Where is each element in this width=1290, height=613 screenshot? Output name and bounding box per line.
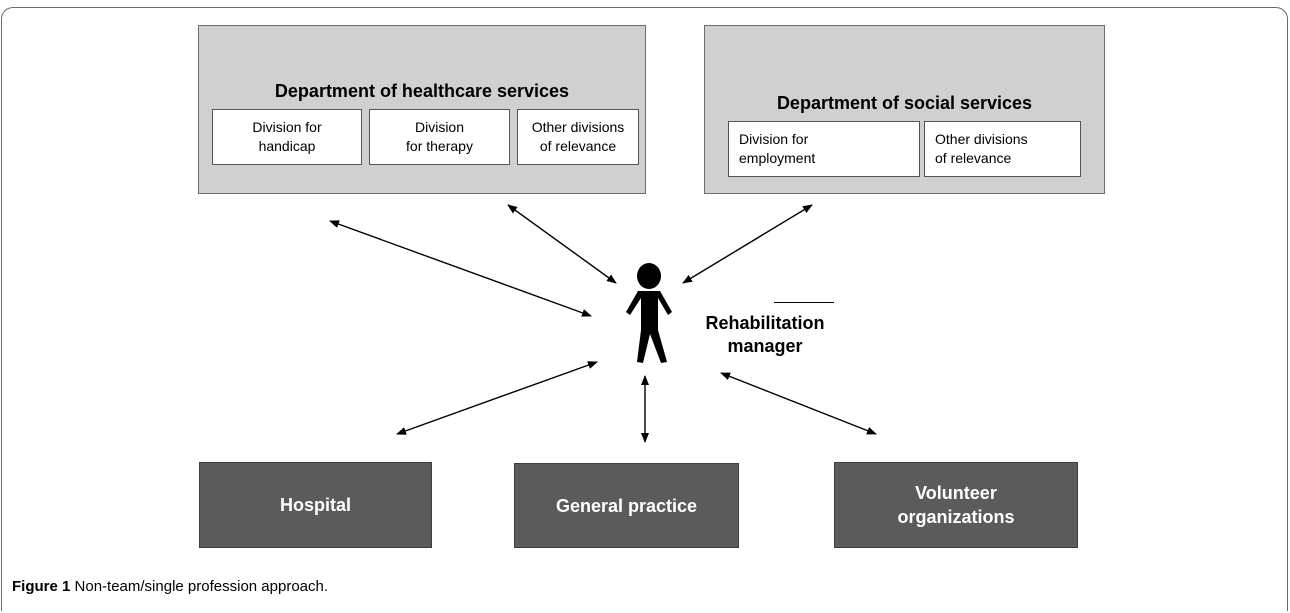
caption-text: Non-team/single profession approach.	[74, 578, 329, 595]
division-therapy-label: Division for therapy	[406, 119, 473, 154]
figure-caption: Figure 1 Non-team/single profession appr…	[12, 578, 328, 595]
division-handicap: Division for handicap	[212, 109, 362, 165]
arrow-manager-healthcare-right	[507, 204, 617, 284]
volunteer-organizations-box: Volunteer organizations	[834, 462, 1078, 548]
manager-rule	[774, 302, 834, 303]
healthcare-department-box: Department of healthcare services Divisi…	[198, 25, 646, 194]
volunteer-organizations-label: Volunteer organizations	[897, 483, 1015, 527]
figure-frame	[1, 7, 1288, 611]
arrow-manager-social	[682, 204, 813, 284]
division-handicap-label: Division for handicap	[252, 119, 322, 154]
general-practice-box: General practice	[514, 463, 739, 548]
division-other-healthcare: Other divisions of relevance	[517, 109, 639, 165]
social-department-box: Department of social services Division f…	[704, 25, 1105, 194]
rehabilitation-manager-label: Rehabilitation manager	[705, 313, 825, 356]
healthcare-department-title: Department of healthcare services	[274, 81, 570, 101]
division-therapy: Division for therapy	[369, 109, 510, 165]
hospital-box: Hospital	[199, 462, 432, 548]
person-icon	[626, 263, 672, 363]
division-other-healthcare-label: Other divisions of relevance	[531, 119, 625, 154]
division-other-social-label: Other divisions of relevance	[935, 131, 1028, 166]
arrow-manager-hospital	[396, 361, 598, 435]
division-other-social: Other divisions of relevance	[924, 121, 1081, 177]
hospital-label: Hospital	[279, 495, 351, 515]
general-practice-label: General practice	[555, 495, 698, 516]
division-employment: Division for employment	[728, 121, 920, 177]
caption-label: Figure 1	[12, 578, 71, 595]
arrow-manager-healthcare-left	[329, 220, 592, 317]
division-employment-label: Division for employment	[739, 131, 816, 166]
arrow-manager-volunteer	[720, 372, 877, 435]
social-department-title: Department of social services	[776, 93, 1033, 113]
